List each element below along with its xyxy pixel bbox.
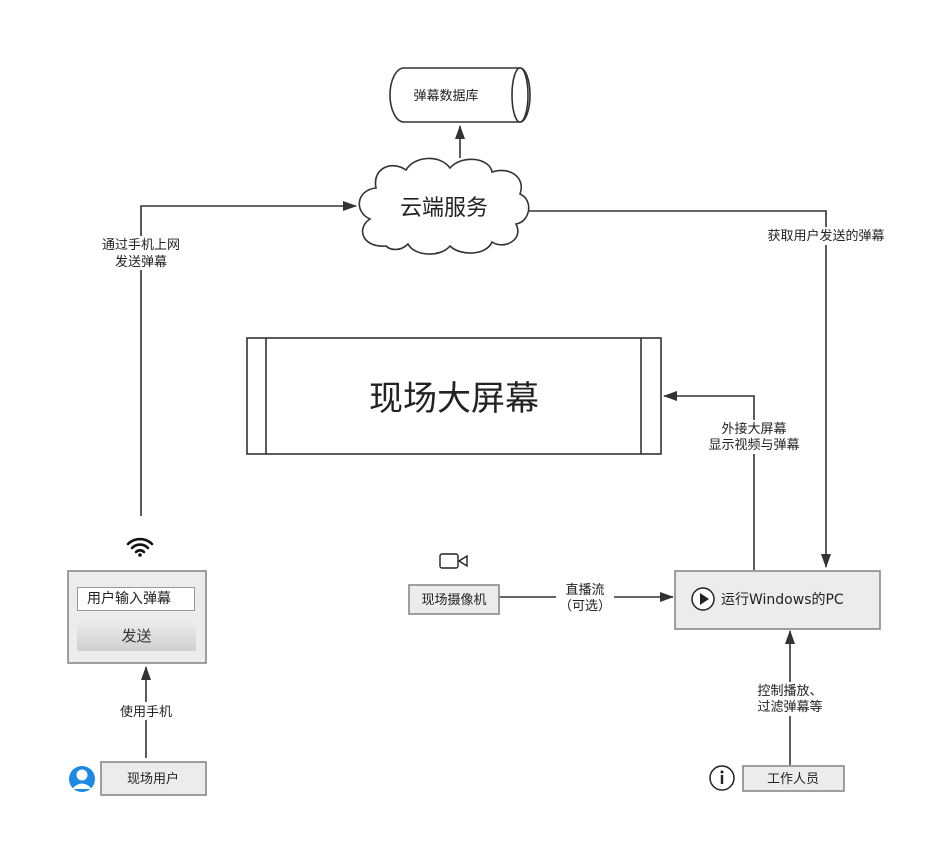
user-node: 现场用户 <box>100 761 207 796</box>
label-phone-to-cloud-line2: 发送弹幕 <box>115 254 167 270</box>
label-cloud-to-pc: 获取用户发送的弹幕 <box>767 228 884 244</box>
edge-cloud-to-pc <box>524 210 831 568</box>
play-icon <box>691 587 715 611</box>
camera-node: 现场摄像机 <box>408 584 500 615</box>
danmaku-input[interactable]: 用户输入弹幕 <box>77 587 195 611</box>
label-camera-to-pc-line1: 直播流 <box>565 583 604 598</box>
label-user-to-phone: 使用手机 <box>120 704 172 720</box>
label-phone-to-cloud-line1: 通过手机上网 <box>102 238 180 253</box>
staff-label: 工作人员 <box>767 772 819 787</box>
pc-label: 运行Windows的PC <box>721 592 844 608</box>
pc-node[interactable]: 运行Windows的PC <box>674 570 881 630</box>
camera-label: 现场摄像机 <box>421 593 486 608</box>
send-button[interactable]: 发送 <box>77 622 196 651</box>
database-node: 弹幕数据库 <box>389 67 531 123</box>
label-staff-to-pc-line2: 过滤弹幕等 <box>757 699 822 715</box>
edge-pc-to-screen <box>663 391 755 570</box>
database-label: 弹幕数据库 <box>413 88 478 104</box>
wifi-icon <box>126 537 154 557</box>
user-avatar-icon <box>69 766 95 792</box>
label-pc-to-screen-line1: 外接大屏幕 <box>721 421 786 437</box>
big-screen-label: 现场大屏幕 <box>369 379 539 419</box>
label-staff-to-pc-line1: 控制播放、 <box>757 684 822 699</box>
label-camera-to-pc-line2: （可选） <box>559 599 611 614</box>
edge-phone-to-cloud <box>140 201 357 516</box>
big-screen-node: 现场大屏幕 <box>246 337 662 455</box>
cloud-node: 云端服务 <box>358 157 530 255</box>
video-camera-icon <box>439 553 468 569</box>
cloud-label: 云端服务 <box>400 196 488 221</box>
info-icon <box>709 765 735 791</box>
user-label: 现场用户 <box>127 771 179 787</box>
label-pc-to-screen-line2: 显示视频与弹幕 <box>708 438 799 453</box>
staff-node: 工作人员 <box>742 765 845 792</box>
